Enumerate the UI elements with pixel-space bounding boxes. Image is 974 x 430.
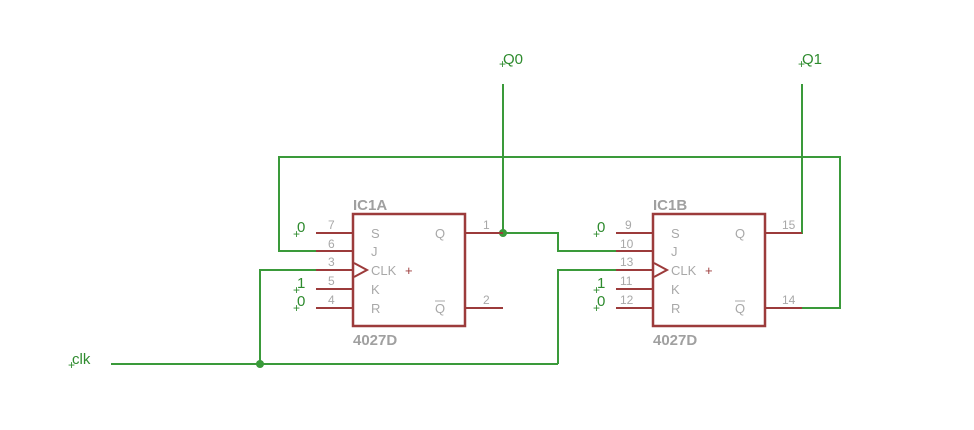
ic1b-pin-name-q: Q xyxy=(735,226,745,241)
ic1b-k-level: 1 xyxy=(597,275,605,292)
ic1a-pin-number-qn: 2 xyxy=(483,293,490,307)
net-label-clk-text: clk xyxy=(72,351,91,368)
flip-flop-ic1b[interactable]: IC1B 4027D 9 10 13 11 12 15 14 S J CLK +… xyxy=(593,197,802,349)
net-label-q0-text: Q0 xyxy=(503,51,523,68)
ic1b-pin-number-clk: 13 xyxy=(620,255,634,269)
ic1a-pin-name-r: R xyxy=(371,301,380,316)
ic1b-s-origin-cross: + xyxy=(593,227,600,241)
ic1b-name: IC1B xyxy=(653,197,687,214)
ic1a-pin-name-s: S xyxy=(371,226,380,241)
net-label-q1-text: Q1 xyxy=(802,51,822,68)
ic1a-k-origin-cross: + xyxy=(293,283,300,297)
ic1a-pin-name-j: J xyxy=(371,244,378,259)
ic1b-pin-number-qn: 14 xyxy=(782,293,796,307)
net-label-clk: + clk xyxy=(68,351,91,372)
net-origin-cross: + xyxy=(499,57,506,71)
wire-q0-to-ic1b-j xyxy=(503,232,616,252)
net-label-q1: + Q1 xyxy=(798,51,822,71)
wire-clk-ic1b xyxy=(557,269,616,364)
ic1a-name: IC1A xyxy=(353,197,387,214)
ic1a-clk-plus: + xyxy=(405,263,413,278)
wire-clk-ic1a xyxy=(259,269,316,364)
ic1a-pin-number-j: 6 xyxy=(328,237,335,251)
ic1a-pin-number-k: 5 xyxy=(328,274,335,288)
ic1a-pin-name-qn: Q xyxy=(435,301,445,316)
wire-feedback-loop xyxy=(278,156,841,309)
ic1a-s-level: 0 xyxy=(297,219,305,236)
net-origin-cross: + xyxy=(68,358,75,372)
net-label-q0: + Q0 xyxy=(499,51,523,71)
ic1a-s-origin-cross: + xyxy=(293,227,300,241)
ic1a-k-level: 1 xyxy=(297,275,305,292)
net-origin-cross: + xyxy=(798,57,805,71)
ic1a-clock-triangle xyxy=(353,262,370,278)
ic1a-pin-number-r: 4 xyxy=(328,293,335,307)
ic1a-r-level: 0 xyxy=(297,293,305,310)
ic1a-r-origin-cross: + xyxy=(293,301,300,315)
ic1b-pin-name-qn: Q xyxy=(735,301,745,316)
ic1b-pin-number-q: 15 xyxy=(782,218,796,232)
ic1b-pin-name-r: R xyxy=(671,301,680,316)
junction-clk xyxy=(256,360,264,368)
ic1b-r-origin-cross: + xyxy=(593,301,600,315)
ic1b-pin-name-s: S xyxy=(671,226,680,241)
ic1a-part: 4027D xyxy=(353,332,397,349)
ic1b-pin-name-clk: CLK xyxy=(671,263,697,278)
ic1a-pin-number-q: 1 xyxy=(483,218,490,232)
ic1b-pin-number-s: 9 xyxy=(625,218,632,232)
ic1b-r-level: 0 xyxy=(597,293,605,310)
ic1a-pin-name-k: K xyxy=(371,282,380,297)
ic1b-part: 4027D xyxy=(653,332,697,349)
ic1a-pin-name-q: Q xyxy=(435,226,445,241)
ic1b-pin-number-k: 11 xyxy=(620,274,633,288)
ic1b-s-level: 0 xyxy=(597,219,605,236)
ic1b-pin-number-r: 12 xyxy=(620,293,634,307)
ic1b-clk-plus: + xyxy=(705,263,713,278)
ic1b-pin-name-j: J xyxy=(671,244,678,259)
ic1a-pin-number-s: 7 xyxy=(328,218,335,232)
ic1b-k-origin-cross: + xyxy=(593,283,600,297)
ic1b-pin-number-j: 10 xyxy=(620,237,634,251)
ic1a-pin-number-clk: 3 xyxy=(328,255,335,269)
flip-flop-ic1a[interactable]: IC1A 4027D 7 6 3 5 4 1 2 S J CLK + K R Q… xyxy=(293,197,503,349)
ic1b-pin-name-k: K xyxy=(671,282,680,297)
ic1b-clock-triangle xyxy=(653,262,670,278)
ic1a-pin-name-clk: CLK xyxy=(371,263,397,278)
wire-q1 xyxy=(767,84,803,234)
